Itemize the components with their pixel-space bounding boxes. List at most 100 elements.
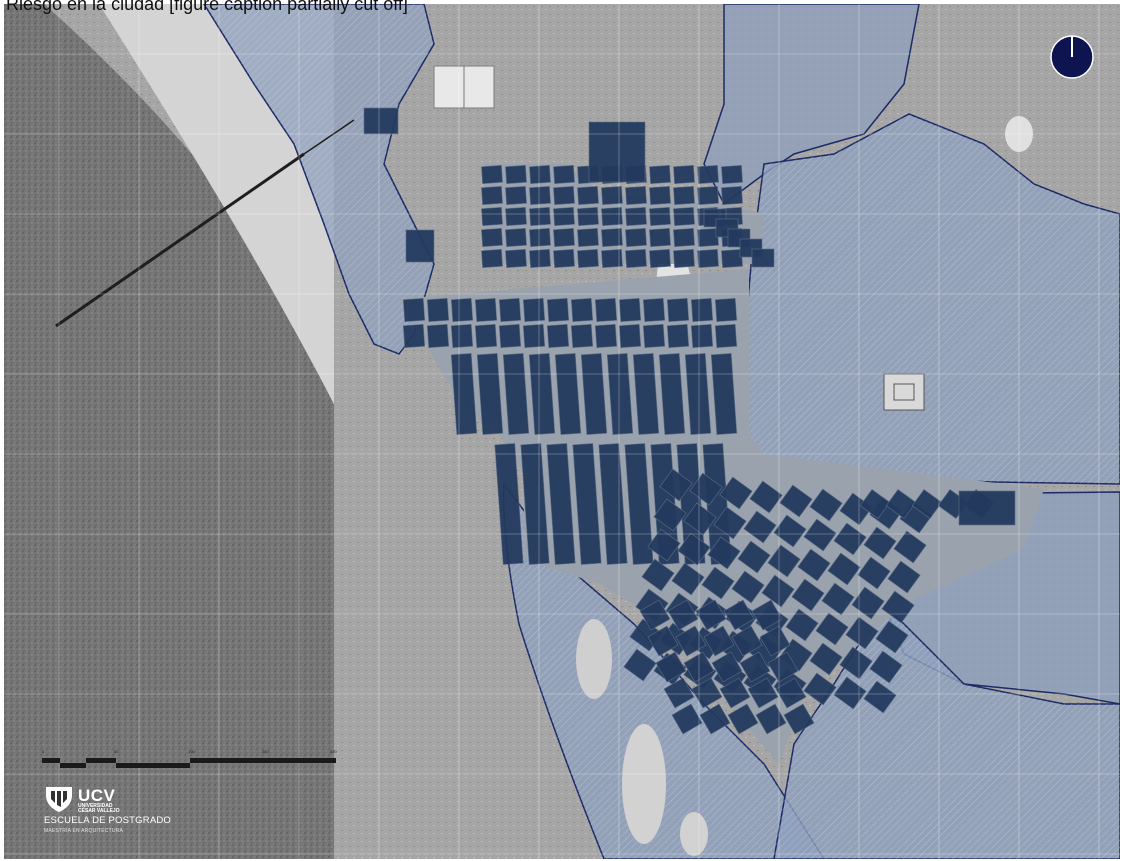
urban-block [529,165,551,184]
urban-block [624,443,654,565]
urban-block [845,616,879,650]
urban-block [755,703,787,735]
urban-block [641,558,675,592]
urban-block [659,468,693,502]
urban-block [594,298,618,322]
urban-block [474,298,498,322]
urban-block [759,625,791,657]
urban-block [481,165,503,184]
urban-block [481,228,503,247]
urban-block [827,552,861,586]
urban-block [553,165,575,184]
logo-name: UCV [78,786,116,805]
urban-block [546,298,570,322]
urban-block [529,186,551,205]
urban-block [520,443,550,565]
urban-block [711,651,743,683]
urban-block [773,514,807,548]
urban-block [785,608,819,642]
urban-block [649,228,671,247]
urban-block [529,228,551,247]
urban-block [887,560,921,594]
urban-block [553,186,575,205]
urban-block [505,207,527,226]
logo-university: UNIVERSIDAD CÉSAR VALLEJO [78,804,120,814]
urban-block [505,186,527,205]
urban-block [809,642,843,676]
urban-block [767,651,799,683]
urban-block [663,677,695,709]
urban-block [859,489,891,519]
urban-block [875,620,909,654]
urban-block [667,599,699,631]
urban-block [699,703,731,735]
urban-block [649,207,671,226]
urban-block [673,249,695,268]
urban-block [675,625,707,657]
urban-block [666,324,690,348]
urban-block [683,502,717,536]
urban-block [885,489,917,519]
urban-block [580,353,608,435]
urban-block [601,207,623,226]
urban-block [647,528,681,562]
pier-line [55,152,305,328]
urban-block [498,324,522,348]
pier-line-inner [303,119,355,155]
logo-program: MAESTRÍA EN ARQUITECTURA [44,828,123,834]
urban-block [402,324,426,348]
urban-block [863,680,897,714]
urban-block [577,228,599,247]
urban-block [779,484,813,518]
urban-block [676,443,706,565]
urban-block [743,510,777,544]
scale-tick-0: 0 [42,749,45,754]
urban-block [857,556,891,590]
urban-block [623,648,657,682]
urban-block [673,228,695,247]
urban-block [577,207,599,226]
urban-block [739,651,771,683]
urban-block [546,324,570,348]
urban-block [363,107,399,135]
urban-block [649,165,671,184]
urban-block [474,324,498,348]
urban-block [498,298,522,322]
urban-block [426,324,450,348]
urban-block [767,544,801,578]
urban-block [505,228,527,247]
urban-block [642,324,666,348]
urban-block [881,590,915,624]
urban-block [426,298,450,322]
urban-block [639,599,671,631]
urban-block [697,249,719,268]
ucv-shield-icon [46,787,72,812]
urban-block [553,207,575,226]
urban-block [731,625,763,657]
urban-block [723,599,755,631]
urban-block [481,249,503,268]
urban-block [851,586,885,620]
urban-block [598,443,628,565]
urban-block [618,298,642,322]
urban-block [554,353,582,435]
urban-block [911,489,943,519]
urban-block [809,488,843,522]
urban-block [775,677,807,709]
urban-block [677,532,711,566]
urban-block [747,677,779,709]
urban-block [749,480,783,514]
urban-block [577,249,599,268]
urban-block [815,612,849,646]
urban-block [803,518,837,552]
urban-block [713,506,747,540]
urban-block [601,228,623,247]
urban-block [632,353,660,435]
urban-block [529,207,551,226]
urban-block [751,248,775,268]
urban-block [572,443,602,565]
urban-block [594,324,618,348]
urban-block [522,298,546,322]
urban-block [502,353,530,435]
urban-block [505,165,527,184]
